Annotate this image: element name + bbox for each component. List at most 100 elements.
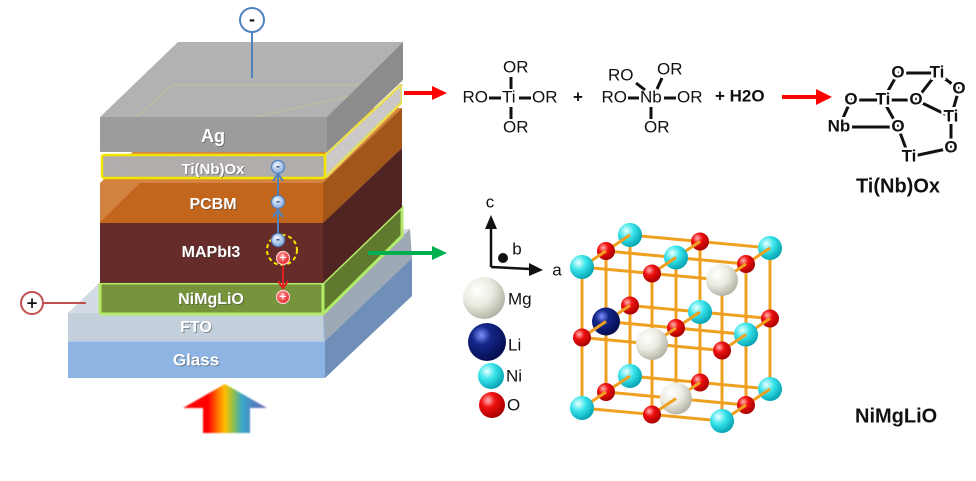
- nimglio-label-shadow: NiMgLiO: [179, 292, 245, 309]
- mg-sphere-icon: [463, 277, 505, 319]
- product-label: Ti(Nb)Ox: [856, 175, 940, 197]
- bond: [914, 72, 939, 101]
- ni-sphere-icon: [478, 363, 504, 389]
- ti-alkoxide: OR RO Ti OR OR: [463, 57, 558, 136]
- ti-nb-ox-front-face: [102, 155, 325, 178]
- nb-alkoxide: RO OR RO Nb OR OR: [602, 59, 703, 136]
- bond: [655, 77, 664, 90]
- cluster-atom: O: [891, 62, 904, 81]
- lattice-atom-o: [643, 405, 661, 424]
- li-sphere-icon: [468, 323, 506, 361]
- cluster-atom: Ti: [902, 146, 917, 165]
- ti-center: Ti: [502, 87, 516, 106]
- cluster-atom: O: [952, 78, 965, 97]
- layer-ag: Ag Ag: [98, 42, 404, 152]
- water-reagent: + H2O: [715, 86, 765, 105]
- legend-label: Ni: [506, 366, 522, 385]
- bond: [949, 88, 961, 118]
- ti-nb-ox-label-shadow: Ti(Nb)Ox: [182, 162, 246, 179]
- ti-nb-ox-label: Ti(Nb)Ox: [181, 161, 245, 178]
- ag-front-face: [100, 117, 327, 152]
- o-sphere-icon: [479, 392, 505, 418]
- electron-carrier: -: [270, 194, 286, 210]
- lattice-atom-ni: [570, 396, 594, 420]
- ti-ligand-top: OR: [503, 57, 529, 76]
- bond: [881, 72, 900, 101]
- crystal-structure: c b a Mg Li Ni O NiMgLiO: [463, 192, 937, 433]
- cathode-terminal-circle: [239, 7, 265, 33]
- electron-arrow: [272, 208, 284, 233]
- mapbi3-label: MAPbI3: [182, 244, 241, 261]
- cluster-atom: Ti: [944, 106, 959, 125]
- mapbi3-side-face: [323, 148, 402, 283]
- lattice-atom-ni: [710, 409, 734, 433]
- cluster-atom: Ti: [930, 62, 945, 81]
- nb-ligand-upper-right: OR: [657, 59, 683, 78]
- anode-terminal-circle: [20, 291, 44, 315]
- ag-label: Ag: [201, 126, 225, 146]
- bond: [837, 99, 853, 128]
- fto-front-face: [68, 313, 323, 341]
- charge-transport: - - - + +: [266, 159, 298, 305]
- lattice-atom-mg: [636, 328, 668, 360]
- fto-label: FTO: [180, 319, 212, 336]
- cluster-atom: Ti: [876, 89, 891, 108]
- lattice-atom-mg: [706, 264, 738, 296]
- electron-carrier: -: [270, 159, 286, 175]
- plus-sign: +: [573, 87, 583, 106]
- bond: [908, 146, 952, 159]
- rock-salt-lattice: [570, 223, 782, 433]
- htl-callout-arrow: [368, 246, 447, 260]
- minus-icon: -: [249, 11, 255, 29]
- ti-nb-ox-highlight-border: [100, 153, 327, 180]
- ag-side-face: [327, 42, 403, 152]
- axis-triad: c b a: [485, 192, 562, 279]
- legend-item-ni: Ni: [478, 363, 522, 389]
- bond: [915, 98, 952, 119]
- a-axis-arrowhead: [529, 263, 543, 276]
- reaction-arrow: [782, 89, 832, 105]
- reaction-scheme: OR RO Ti OR OR + RO OR RO Nb OR OR + H2O: [463, 57, 969, 197]
- etl-callout-arrow: [404, 86, 447, 100]
- hole-carrier: +: [275, 250, 291, 266]
- mapbi3-label-shadow: MAPbI3: [183, 245, 242, 262]
- nb-ligand-upper-left: RO: [608, 65, 634, 84]
- bond: [635, 81, 646, 92]
- bond: [936, 71, 960, 91]
- anode-terminal: +: [20, 291, 86, 315]
- lattice-atom-o: [713, 341, 731, 360]
- legend-label: Mg: [508, 289, 532, 308]
- nimglio-label: NiMgLiO: [178, 291, 244, 308]
- b-axis-label: b: [512, 239, 521, 258]
- plus-icon: +: [26, 294, 39, 312]
- lattice-atom-ni: [570, 255, 594, 279]
- cluster-atom: O: [944, 137, 957, 156]
- legend-item-mg: Mg: [463, 277, 532, 319]
- cluster-atom: O: [909, 89, 922, 108]
- ti-ligand-bottom: OR: [503, 117, 529, 136]
- incident-light-arrow: [183, 384, 267, 433]
- c-axis-arrowhead: [485, 215, 497, 229]
- pcbm-side-face: [323, 108, 402, 223]
- legend-item-li: Li: [468, 323, 521, 361]
- pcbm-front-face: [100, 183, 323, 223]
- ag-label-shadow: Ag: [202, 127, 226, 147]
- b-axis-dot: [498, 253, 508, 263]
- a-axis: [490, 265, 531, 271]
- bond: [896, 126, 911, 158]
- ti-nb-ox-cluster: O Ti O O Ti O Ti Nb O O Ti: [825, 60, 968, 168]
- glass-front-face: [68, 341, 325, 378]
- hole-symbol: +: [279, 253, 287, 264]
- nb-ligand-right: OR: [677, 87, 703, 106]
- device-stack: Glass Glass FTO FTO NiMgLiO NiMgLiO MAPb…: [20, 7, 412, 433]
- nb-ligand-left: RO: [602, 87, 628, 106]
- pcbm-label-shadow: PCBM: [190, 197, 237, 214]
- species-legend: Mg Li Ni O: [463, 277, 532, 418]
- pcbm-front-highlight: [100, 183, 140, 222]
- legend-item-o: O: [479, 392, 520, 418]
- ag-top-face: [100, 42, 403, 117]
- crystal-label: NiMgLiO: [855, 405, 937, 427]
- layer-ti-nb-ox: Ti(Nb)Ox Ti(Nb)Ox: [100, 82, 404, 180]
- nb-center: Nb: [640, 87, 662, 106]
- glass-label: Glass: [173, 350, 219, 369]
